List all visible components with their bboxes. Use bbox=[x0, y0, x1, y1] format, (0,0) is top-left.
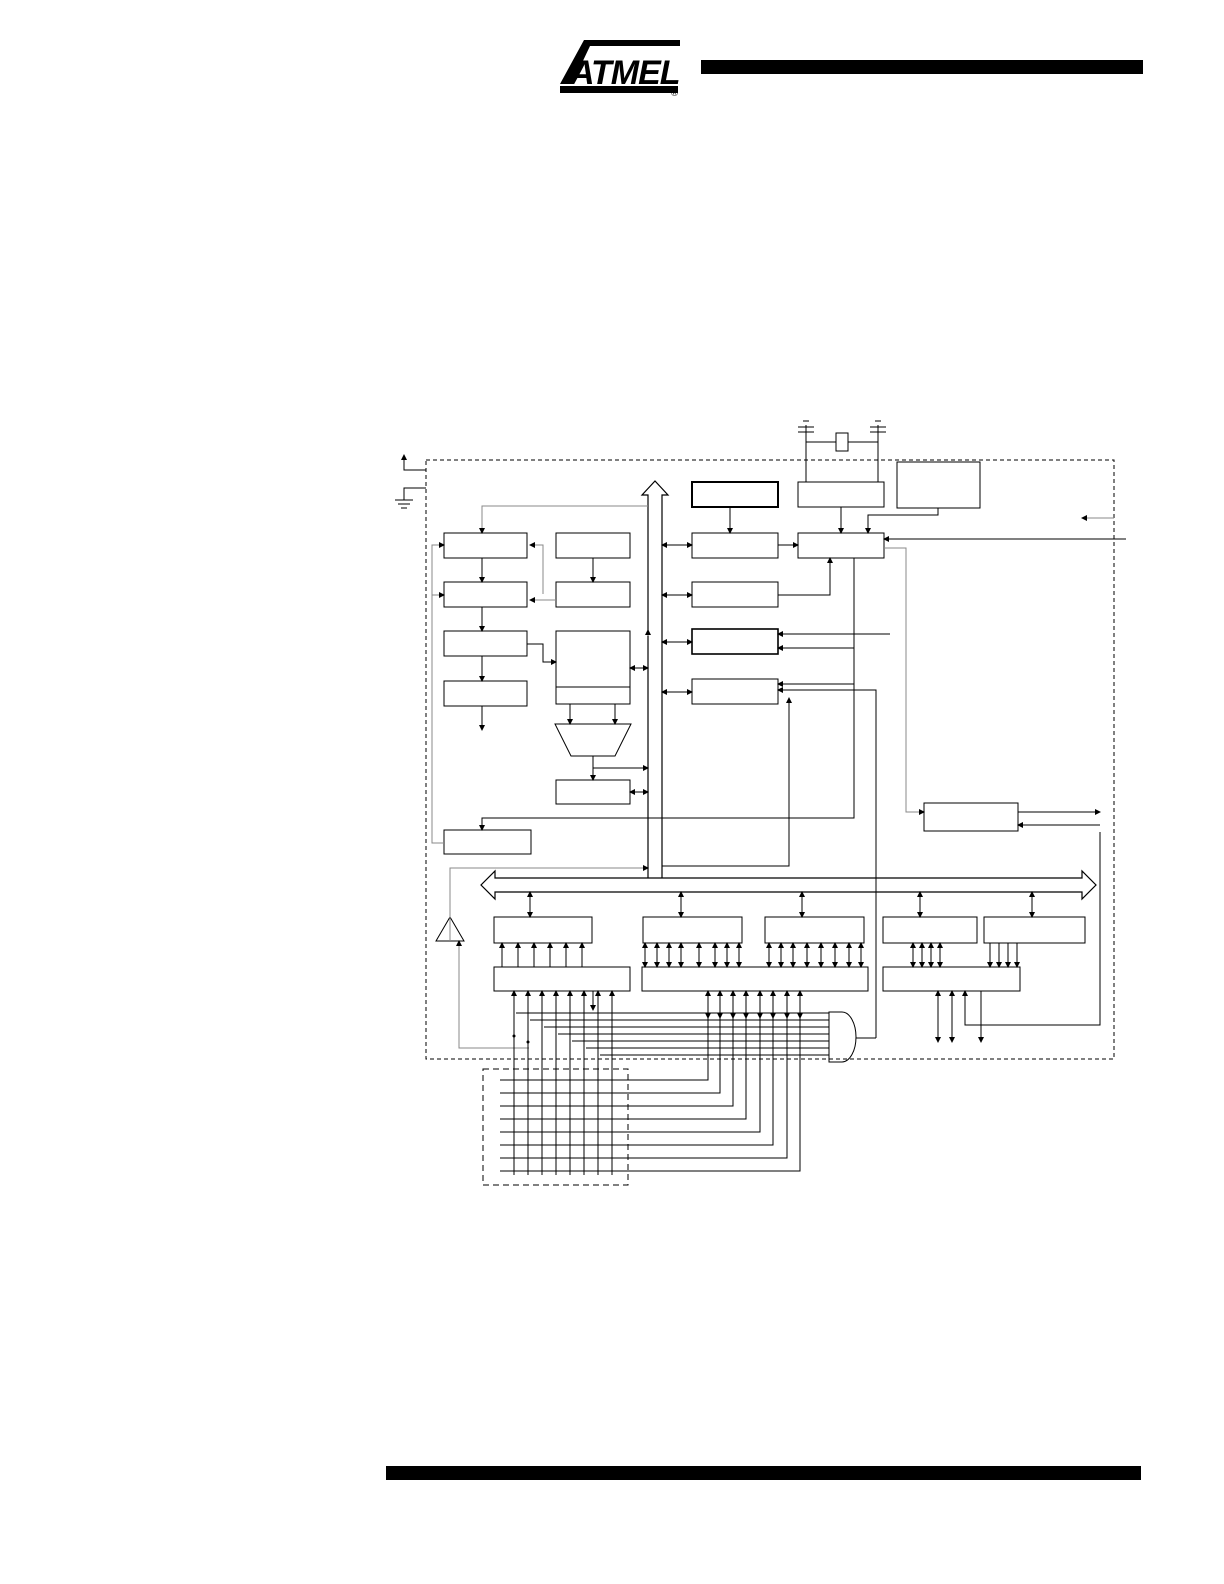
eeprom bbox=[764, 916, 865, 944]
block-diagram bbox=[395, 420, 1126, 1186]
footer-rule bbox=[386, 1466, 1141, 1480]
logo-text: ATMEL bbox=[569, 54, 680, 92]
atmel-logo: ATMEL ® bbox=[560, 40, 681, 98]
internal-calibrated-oscillator bbox=[896, 461, 981, 509]
stack-pointer bbox=[555, 532, 631, 559]
alu bbox=[554, 723, 632, 757]
data-dir-reg-port-a bbox=[882, 916, 978, 944]
logo-mark bbox=[560, 40, 680, 84]
crystal-oscillator bbox=[797, 481, 885, 508]
watchdog-timer bbox=[691, 481, 779, 508]
port-b-drivers bbox=[641, 966, 869, 992]
timer-counter-0 bbox=[691, 628, 779, 655]
data-dir-reg-port-b bbox=[983, 916, 1086, 944]
sram bbox=[555, 581, 631, 608]
instruction-decoder bbox=[443, 680, 528, 707]
crystal-icon bbox=[798, 420, 886, 482]
timer-counter-1 bbox=[691, 678, 779, 705]
chip-boundary bbox=[425, 459, 1115, 1060]
and-gate bbox=[828, 1011, 857, 1063]
status-register bbox=[555, 779, 631, 805]
interrupt-unit bbox=[923, 802, 1019, 832]
general-purpose-registers bbox=[555, 630, 631, 705]
data-bus-horizontal bbox=[480, 869, 1097, 901]
programming-logic bbox=[443, 829, 532, 855]
registered-mark: ® bbox=[670, 89, 679, 98]
gnd-symbol bbox=[395, 487, 426, 509]
header-rule bbox=[701, 60, 1143, 74]
lcd-controller bbox=[642, 916, 743, 944]
program-flash bbox=[443, 581, 528, 608]
mcu-control-register bbox=[691, 532, 779, 559]
port-a-drivers bbox=[493, 966, 631, 992]
port-a-data-register bbox=[493, 916, 593, 944]
mcu-status-register bbox=[691, 581, 779, 608]
vcc-symbol bbox=[401, 454, 426, 471]
port-b-data-register bbox=[882, 966, 1021, 992]
timing-and-control bbox=[797, 532, 885, 559]
logo-underline bbox=[560, 86, 678, 93]
data-bus-vertical bbox=[640, 480, 670, 878]
program-counter bbox=[443, 532, 528, 559]
instruction-register bbox=[443, 630, 528, 657]
